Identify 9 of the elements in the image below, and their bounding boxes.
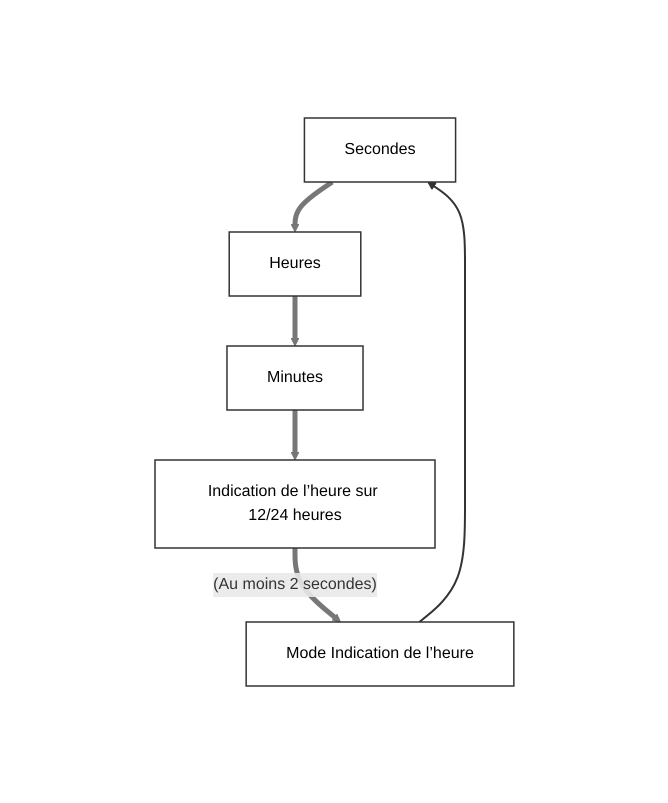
node-box: Mode Indication de l’heure [244, 620, 514, 686]
edge-label: (Au moins 2 secondes) [212, 576, 376, 592]
arrow [418, 181, 466, 622]
arrow [290, 296, 299, 346]
node-box: Secondes [303, 116, 456, 182]
node-box: Minutes [226, 344, 364, 410]
node-box: Heures [228, 230, 362, 296]
node-box: Indication de l’heure sur 12/24 heures [154, 458, 436, 548]
arrow [290, 410, 299, 460]
